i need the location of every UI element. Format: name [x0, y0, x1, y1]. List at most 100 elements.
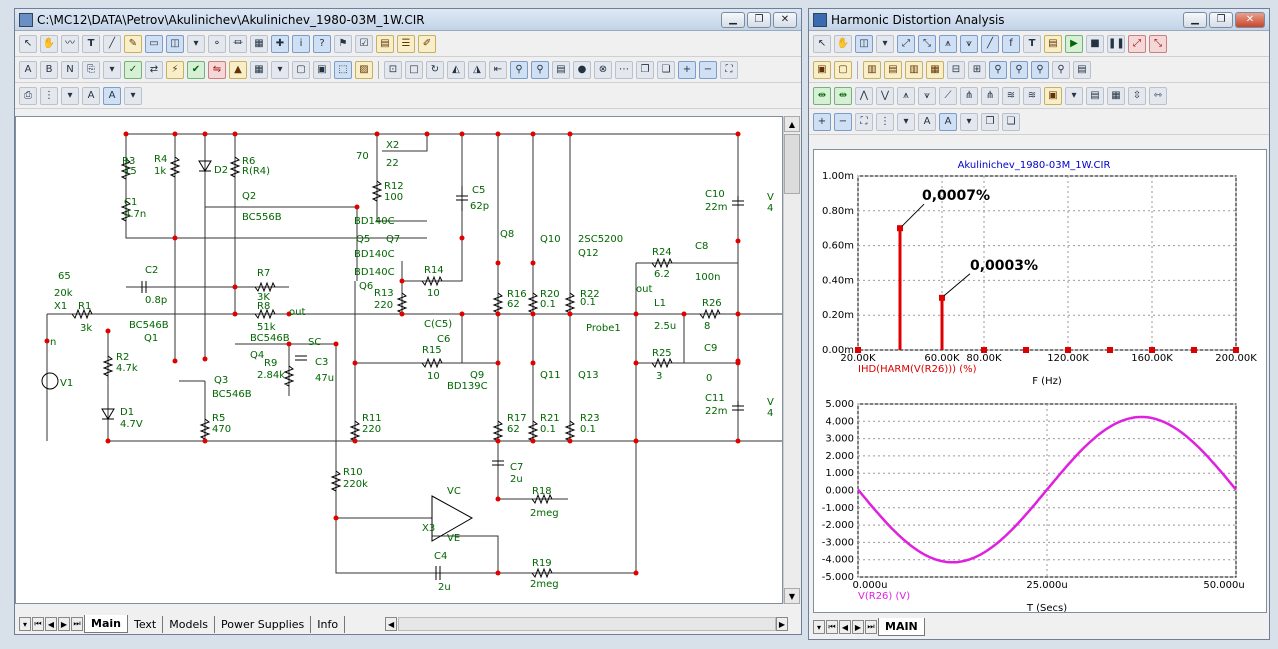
scale2-icon[interactable]: ⤡ — [918, 34, 936, 53]
tab-main-analysis[interactable]: MAIN — [878, 618, 925, 636]
zoom-region2-icon[interactable]: ⚲ — [1010, 60, 1028, 79]
zoom-out-icon[interactable]: − — [699, 60, 717, 79]
stack2-icon[interactable]: ▤ — [884, 60, 902, 79]
component-icon[interactable]: ◫ — [166, 34, 184, 53]
zoom-out-icon[interactable]: − — [834, 112, 852, 131]
tab-text[interactable]: Text — [128, 615, 164, 633]
scale-icon[interactable]: ⤢ — [897, 34, 915, 53]
cascade-icon[interactable]: ❐ — [981, 112, 999, 131]
dropdown-arrow-icon[interactable]: ▾ — [897, 112, 915, 131]
zoom-in-icon[interactable]: + — [678, 60, 696, 79]
properties-icon[interactable]: ▤ — [1044, 34, 1062, 53]
tab-models[interactable]: Models — [163, 615, 215, 633]
maximize-button[interactable]: ❐ — [747, 11, 771, 28]
copy-icon[interactable]: ◫ — [855, 34, 873, 53]
font-icon[interactable]: A — [82, 86, 100, 105]
attribute-b-icon[interactable]: B — [40, 60, 58, 79]
resistor-icon[interactable]: ⏛ — [229, 34, 247, 53]
limits2-icon[interactable]: ⤡ — [1149, 34, 1167, 53]
peak-find-icon[interactable]: ⋀ — [855, 86, 873, 105]
close-button[interactable]: ✕ — [773, 11, 797, 28]
hscroll-left-icon[interactable]: ◀ — [385, 617, 398, 631]
page2-icon[interactable]: ▣ — [313, 60, 331, 79]
rect-icon[interactable]: □ — [405, 60, 423, 79]
frame-icon[interactable]: ▣ — [813, 60, 831, 79]
copy-icon[interactable]: ⎘ — [82, 60, 100, 79]
hscroll-right-icon[interactable]: ▶ — [776, 617, 788, 631]
dropdown-arrow-icon[interactable]: ▾ — [1065, 86, 1083, 105]
flag-icon[interactable]: ⚑ — [334, 34, 352, 53]
stop-icon[interactable]: ● — [573, 60, 591, 79]
properties-icon[interactable]: ▤ — [376, 34, 394, 53]
stack-icon[interactable]: ▥ — [863, 60, 881, 79]
global-high-icon[interactable]: ⋔ — [960, 86, 978, 105]
help-icon[interactable]: ? — [313, 34, 331, 53]
analysis-close-button[interactable]: ✕ — [1235, 11, 1265, 28]
run-icon[interactable]: ▶ — [1065, 34, 1083, 53]
frame2-icon[interactable]: ▢ — [834, 60, 852, 79]
tab-first-icon[interactable]: ⏮ — [826, 620, 838, 634]
tab-power-supplies[interactable]: Power Supplies — [215, 615, 312, 633]
swap-icon[interactable]: ⇋ — [208, 60, 226, 79]
fit2-icon[interactable]: ⇿ — [1149, 86, 1167, 105]
tab-last-icon[interactable]: ⏭ — [71, 617, 83, 631]
check-icon[interactable]: ✓ — [124, 60, 142, 79]
schematic-titlebar[interactable]: C:\MC12\DATA\Petrov\Akulinichev\Akulinic… — [15, 9, 801, 31]
align-icon[interactable]: ⇤ — [489, 60, 507, 79]
tile-icon[interactable]: ❏ — [657, 60, 675, 79]
valley-icon[interactable]: ⩛ — [960, 34, 978, 53]
fit-icon[interactable]: ⇳ — [1128, 86, 1146, 105]
analysis-minimize-button[interactable]: ▁ — [1183, 11, 1207, 28]
low-icon[interactable]: ⩛ — [918, 86, 936, 105]
zoom-region4-icon[interactable]: ⚲ — [1052, 60, 1070, 79]
tab-next-icon[interactable]: ▶ — [58, 617, 70, 631]
flip-icon[interactable]: ◮ — [468, 60, 486, 79]
wire-icon[interactable]: 〰 — [61, 34, 79, 53]
arrows-icon[interactable]: ⇄ — [145, 60, 163, 79]
dropdown-arrow-icon[interactable]: ▾ — [61, 86, 79, 105]
probe-icon[interactable]: ✚ — [271, 34, 289, 53]
line-icon[interactable]: ╱ — [103, 34, 121, 53]
tile-icon[interactable]: ❏ — [1002, 112, 1020, 131]
zoom-in-icon[interactable]: + — [813, 112, 831, 131]
node-numbers-icon[interactable]: N — [61, 60, 79, 79]
slope-icon[interactable]: ╱ — [981, 34, 999, 53]
analysis-maximize-button[interactable]: ❐ — [1209, 11, 1233, 28]
tab-dropdown-icon[interactable]: ▾ — [19, 617, 31, 631]
tab-last-icon[interactable]: ⏭ — [865, 620, 877, 634]
dropdown-arrow-icon[interactable]: ▾ — [271, 60, 289, 79]
select-icon[interactable]: ↖ — [813, 34, 831, 53]
bus-icon[interactable]: ▭ — [145, 34, 163, 53]
top-icon[interactable]: ≋ — [1002, 86, 1020, 105]
scroll-up-icon[interactable]: ▲ — [784, 116, 800, 132]
tab-main[interactable]: Main — [84, 615, 128, 633]
attribute-text-icon[interactable]: A — [19, 60, 37, 79]
tag-icon[interactable]: ▣ — [1044, 86, 1062, 105]
edit-icon[interactable]: ✐ — [418, 34, 436, 53]
scroll-down-icon[interactable]: ▼ — [784, 588, 800, 604]
text-mode-icon[interactable]: T — [82, 34, 100, 53]
select-box-icon[interactable]: ⬚ — [334, 60, 352, 79]
print-icon[interactable]: ⎙ — [19, 86, 37, 105]
select-mode-icon[interactable]: ↖ — [19, 34, 37, 53]
schematic-vscroll[interactable]: ▲ ▼ — [783, 116, 801, 604]
stack3-icon[interactable]: ▥ — [905, 60, 923, 79]
zoom-fit-icon[interactable]: ⛶ — [720, 60, 738, 79]
peak-icon[interactable]: ⩚ — [939, 34, 957, 53]
zoom-region3-icon[interactable]: ⚲ — [1031, 60, 1049, 79]
stack4-icon[interactable]: ▦ — [926, 60, 944, 79]
list-icon[interactable]: ☰ — [397, 34, 415, 53]
minimize-button[interactable]: ▁ — [721, 11, 745, 28]
dropdown-arrow-icon[interactable]: ▾ — [960, 112, 978, 131]
dropdown-arrow-icon[interactable]: ▾ — [124, 86, 142, 105]
table-icon[interactable]: ▦ — [1107, 86, 1125, 105]
zoom-region-icon[interactable]: ⚲ — [989, 60, 1007, 79]
cursor1-icon[interactable]: ⇹ — [813, 86, 831, 105]
warning-icon[interactable]: ▲ — [229, 60, 247, 79]
mirror-icon[interactable]: ◭ — [447, 60, 465, 79]
grid-line-icon[interactable]: ⊟ — [947, 60, 965, 79]
font-style-icon[interactable]: A — [939, 112, 957, 131]
pan-icon[interactable]: ✋ — [834, 34, 852, 53]
